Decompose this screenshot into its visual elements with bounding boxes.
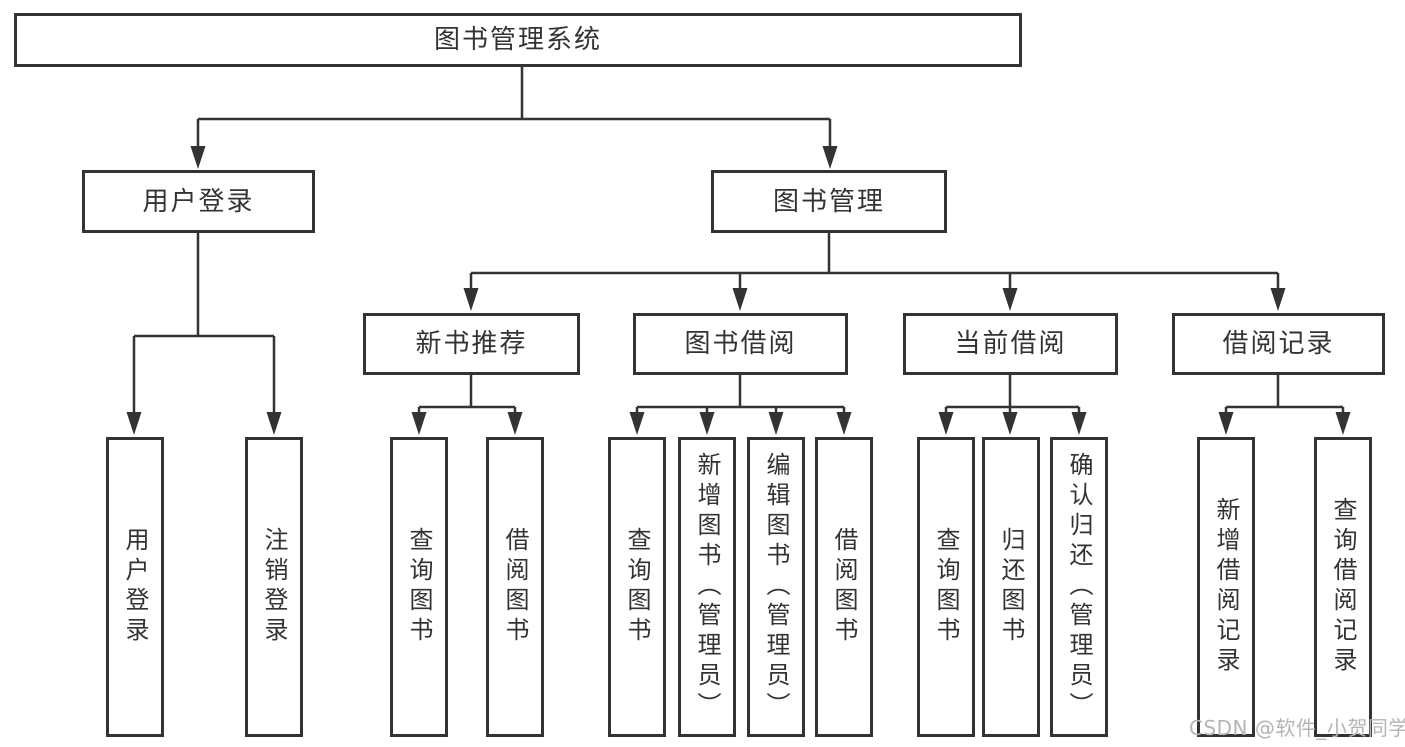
leaf-label: 查询借阅记录 bbox=[1329, 497, 1357, 677]
connector-root-to-level2 bbox=[196, 67, 832, 148]
node-borrow-records: 借阅记录 bbox=[1172, 313, 1385, 375]
leaf-borrow-books-recommend: 借阅图书 bbox=[486, 437, 544, 737]
leaf-label: 查询图书 bbox=[932, 527, 960, 647]
node-label: 当前借阅 bbox=[954, 329, 1067, 359]
connector-mgmt-to-level3 bbox=[469, 233, 1280, 290]
connector-newrec-to-leaves bbox=[417, 375, 517, 414]
leaf-logout: 注销登录 bbox=[245, 437, 303, 737]
node-user-login: 用户登录 bbox=[82, 170, 315, 233]
node-current-borrow: 当前借阅 bbox=[903, 313, 1118, 375]
leaf-edit-book-admin: 编辑图书（管理员） bbox=[747, 437, 805, 737]
connector-record-to-leaves bbox=[1224, 375, 1345, 414]
node-label: 图书借阅 bbox=[684, 329, 797, 359]
node-label: 图书管理 bbox=[772, 186, 885, 217]
leaf-label: 借阅图书 bbox=[501, 527, 529, 647]
arrowhead bbox=[126, 412, 1351, 435]
leaf-user-login: 用户登录 bbox=[106, 437, 164, 737]
leaf-label: 查询图书 bbox=[623, 527, 651, 647]
node-label: 图书管理系统 bbox=[433, 25, 602, 55]
leaf-label: 查询图书 bbox=[405, 527, 433, 647]
node-label: 借阅记录 bbox=[1222, 329, 1335, 359]
node-new-book-recommend: 新书推荐 bbox=[363, 313, 580, 375]
node-book-management: 图书管理 bbox=[711, 170, 947, 233]
leaf-query-borrow-record: 查询借阅记录 bbox=[1314, 437, 1372, 737]
connector-login-to-leaves bbox=[132, 233, 276, 414]
leaf-return-books: 归还图书 bbox=[982, 437, 1040, 737]
leaf-query-books-recommend: 查询图书 bbox=[390, 437, 448, 737]
leaf-label: 注销登录 bbox=[260, 527, 288, 647]
csdn-watermark: CSDN @软件_小贺同学 bbox=[1189, 716, 1405, 740]
leaf-label: 确认归还（管理员） bbox=[1065, 452, 1093, 722]
arrowhead bbox=[190, 146, 838, 169]
node-book-borrow: 图书借阅 bbox=[633, 313, 848, 375]
leaf-add-borrow-record: 新增借阅记录 bbox=[1197, 437, 1255, 737]
leaf-label: 编辑图书（管理员） bbox=[762, 452, 790, 722]
leaf-add-book-admin: 新增图书（管理员） bbox=[678, 437, 736, 737]
leaf-query-books-current: 查询图书 bbox=[917, 437, 975, 737]
leaf-label: 新增借阅记录 bbox=[1212, 497, 1240, 677]
leaf-label: 归还图书 bbox=[997, 527, 1025, 647]
node-label: 用户登录 bbox=[142, 186, 255, 217]
leaf-confirm-return-admin: 确认归还（管理员） bbox=[1050, 437, 1108, 737]
leaf-borrow-books: 借阅图书 bbox=[815, 437, 873, 737]
connector-current-to-leaves bbox=[944, 375, 1081, 414]
arrowhead bbox=[463, 288, 1286, 311]
node-book-management-system: 图书管理系统 bbox=[14, 13, 1022, 67]
leaf-label: 用户登录 bbox=[121, 527, 149, 647]
leaf-query-books-borrow: 查询图书 bbox=[608, 437, 666, 737]
leaf-label: 借阅图书 bbox=[830, 527, 858, 647]
connector-borrow-to-leaves bbox=[635, 375, 846, 414]
leaf-label: 新增图书（管理员） bbox=[693, 452, 721, 722]
node-label: 新书推荐 bbox=[415, 329, 528, 359]
